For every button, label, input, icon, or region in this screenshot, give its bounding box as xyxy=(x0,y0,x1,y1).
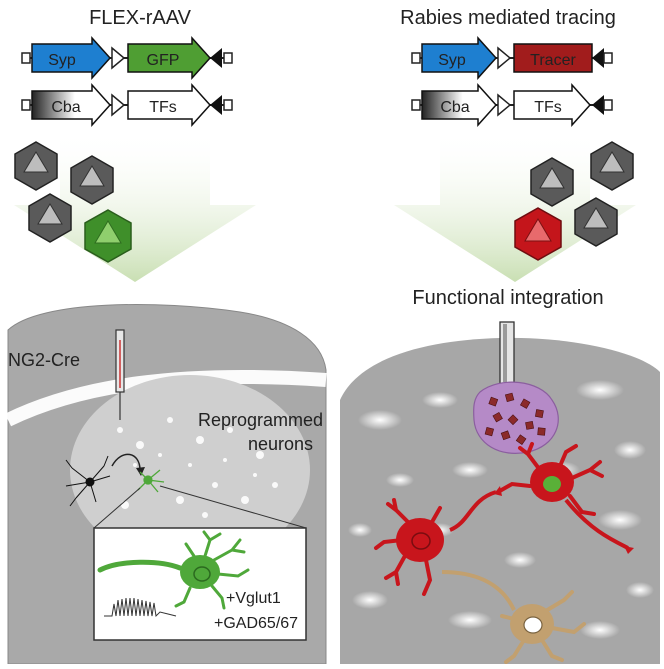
syp-label: Syp xyxy=(48,52,76,69)
tfs-gene-arrow-right xyxy=(513,83,592,127)
left-top-panel: FLEX-rAAV Syp GFP Cba TFs xyxy=(14,7,256,282)
white-matter-band xyxy=(4,369,327,427)
gfp-label: GFP xyxy=(147,52,180,69)
lox-triangle-dark xyxy=(210,48,222,68)
virus-gray-1 xyxy=(14,141,58,191)
reprogrammed-label-line1: Reprogrammed xyxy=(198,410,323,430)
virus-gray-2 xyxy=(70,155,114,205)
injection-needle xyxy=(115,329,125,420)
ng2-cre-label: NG2-Cre xyxy=(8,350,80,370)
marker-vglut1: +Vglut1 xyxy=(226,590,281,607)
right-top-panel: Rabies mediated tracing Syp Tracer Cba T… xyxy=(394,7,636,282)
syp-promoter-arrow xyxy=(31,36,112,80)
tracer-label: Tracer xyxy=(530,52,576,69)
right-construct-top: Syp Tracer xyxy=(411,36,613,80)
functional-integration-title: Functional integration xyxy=(412,287,603,309)
glial-cell-black xyxy=(65,455,111,507)
virus-gray-3 xyxy=(28,193,72,243)
loxp-triangle xyxy=(111,46,126,70)
virus-red xyxy=(514,207,562,261)
virus-gray-r1 xyxy=(530,157,574,207)
lower-right-panel: Functional integration xyxy=(340,287,660,664)
zoom-line-left xyxy=(93,487,141,529)
spike-trace xyxy=(104,597,177,618)
red-neuron-input xyxy=(374,486,502,596)
virus-green xyxy=(84,209,132,263)
left-construct-bottom: Cba TFs xyxy=(21,83,233,127)
syp-label-right: Syp xyxy=(438,52,466,69)
tfs-label: TFs xyxy=(149,99,177,116)
cba-label: Cba xyxy=(51,99,80,116)
tissue-region xyxy=(70,375,310,565)
recording-electrode xyxy=(499,321,515,385)
right-panel-title: Rabies mediated tracing xyxy=(400,7,616,29)
injection-spot xyxy=(473,381,559,454)
tan-neuron xyxy=(441,570,586,664)
marker-gad: +GAD65/67 xyxy=(214,615,298,632)
cba-label-right: Cba xyxy=(440,99,469,116)
reprogrammed-label-line2: neurons xyxy=(248,434,313,454)
tracer-gene-box xyxy=(513,43,593,73)
red-neuron-traced xyxy=(496,442,634,554)
inset-green-neuron xyxy=(97,530,250,610)
right-construct-bottom: Cba TFs xyxy=(411,83,613,127)
left-construct-top: Syp GFP xyxy=(21,36,233,80)
lower-left-panel: NG2-Cre Reprogrammed neurons xyxy=(4,304,327,665)
white-specks xyxy=(117,417,278,518)
zoom-line-right xyxy=(159,485,307,529)
tissue-background xyxy=(340,337,660,664)
small-green-neuron xyxy=(137,469,165,493)
virus-gray-r2 xyxy=(590,141,634,191)
cba-promoter-arrow xyxy=(31,83,112,127)
cba-promoter-arrow-right xyxy=(421,83,498,127)
tfs-gene-arrow xyxy=(127,83,212,127)
left-panel-title: FLEX-rAAV xyxy=(89,7,192,29)
syp-promoter-arrow-right xyxy=(421,36,498,80)
virus-gray-r3 xyxy=(574,197,618,247)
tissue-blobs xyxy=(348,380,654,639)
conversion-arrow xyxy=(111,453,141,471)
gfp-gene-arrow xyxy=(127,36,212,80)
tfs-label-right: TFs xyxy=(534,99,562,116)
right-funnel-arrow xyxy=(394,130,636,282)
